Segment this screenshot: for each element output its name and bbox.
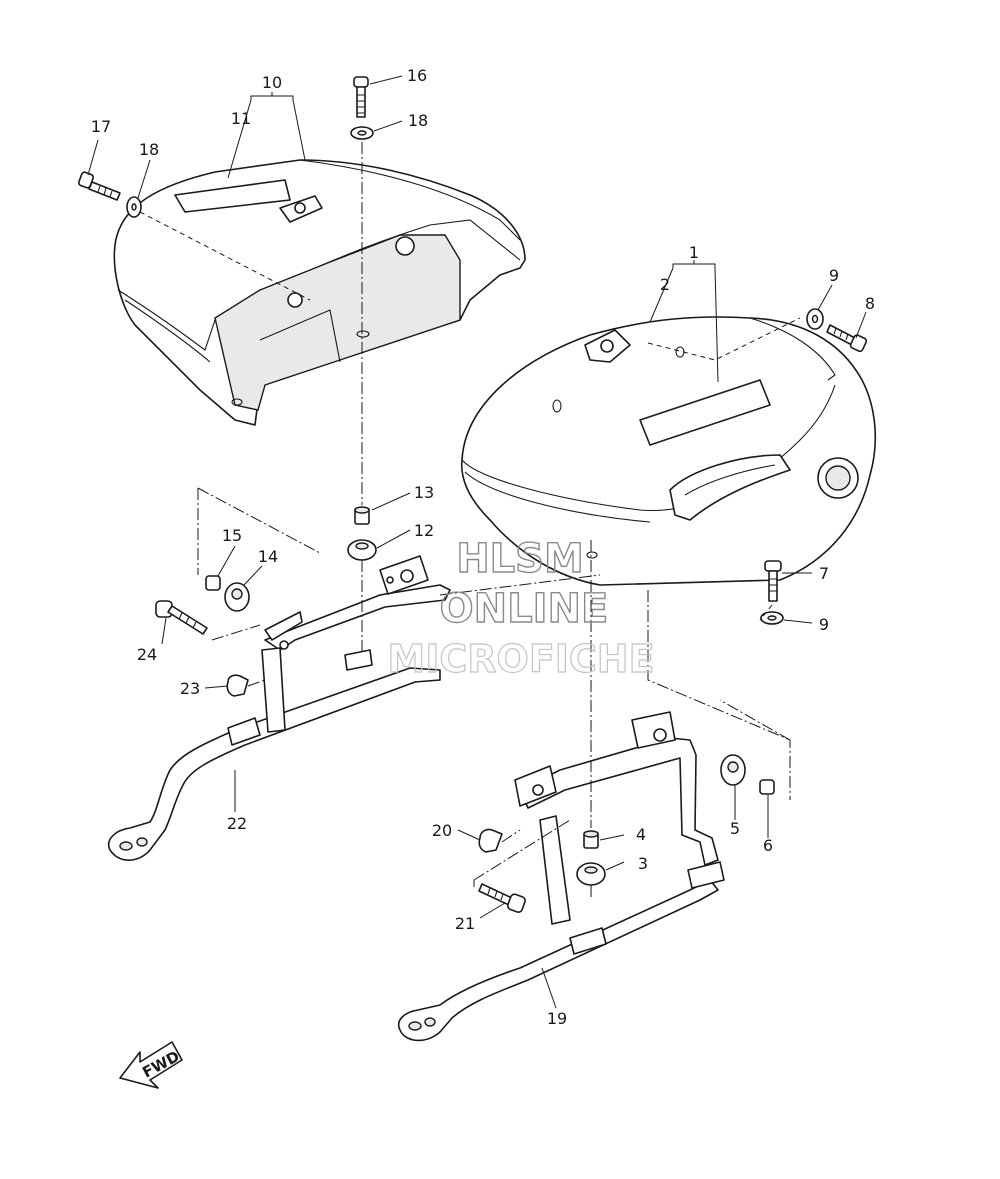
watermark-line-1: HLSM xyxy=(456,536,584,582)
callout-23: 23 xyxy=(180,679,200,698)
right-bracket-19 xyxy=(398,711,725,1042)
callout-4: 4 xyxy=(636,825,646,844)
callout-9-lower: 9 xyxy=(819,615,829,634)
callout-12: 12 xyxy=(414,521,434,540)
bolt-17 xyxy=(78,171,121,201)
plug-20 xyxy=(478,828,503,853)
bolt-8 xyxy=(826,324,868,353)
callout-10: 10 xyxy=(262,73,282,92)
callout-14: 14 xyxy=(258,547,278,566)
watermark-line-2: ONLINE xyxy=(440,586,609,632)
callout-11: 11 xyxy=(231,109,251,128)
callout-18-left: 18 xyxy=(139,140,159,159)
watermark: HLSM ONLINE MICROFICHE xyxy=(387,535,655,681)
bolt-24 xyxy=(155,600,208,635)
grommet-3 xyxy=(576,862,606,886)
grommet-12 xyxy=(347,539,377,561)
bolt-7 xyxy=(764,560,782,602)
callout-18-top: 18 xyxy=(408,111,428,130)
bolt-21 xyxy=(478,883,526,913)
callout-3: 3 xyxy=(638,854,648,873)
callout-7: 7 xyxy=(819,564,829,583)
assembly-guide-lines xyxy=(139,142,801,900)
callout-numbers: 1 2 3 4 5 6 7 8 9 9 10 11 12 13 14 15 16… xyxy=(91,66,875,1028)
callout-15: 15 xyxy=(222,526,242,545)
callout-22: 22 xyxy=(227,814,247,833)
leader-lines xyxy=(87,75,867,1009)
callout-16: 16 xyxy=(407,66,427,85)
callout-1: 1 xyxy=(689,243,699,262)
right-saddlebag xyxy=(460,316,877,586)
washer-9-lower xyxy=(760,611,784,625)
callout-21: 21 xyxy=(455,914,475,933)
left-saddlebag xyxy=(113,159,526,426)
callout-5: 5 xyxy=(730,819,740,838)
bolt-16 xyxy=(353,76,369,118)
callout-2: 2 xyxy=(660,275,670,294)
callout-8: 8 xyxy=(865,294,875,313)
plug-23 xyxy=(226,674,249,697)
collar-4 xyxy=(583,830,599,849)
callout-17: 17 xyxy=(91,117,111,136)
callout-6: 6 xyxy=(763,836,773,855)
watermark-line-3: MICROFICHE xyxy=(387,637,654,681)
collar-13 xyxy=(354,506,370,525)
fwd-direction-arrow: FWD xyxy=(119,1041,183,1089)
grommet-5 xyxy=(720,754,746,786)
collar-15 xyxy=(205,575,221,591)
callout-20: 20 xyxy=(432,821,452,840)
callout-13: 13 xyxy=(414,483,434,502)
washer-9-upper xyxy=(806,308,824,330)
collar-6 xyxy=(759,779,775,795)
washer-18-left xyxy=(126,196,142,218)
left-bracket-22 xyxy=(108,555,451,861)
callout-19: 19 xyxy=(547,1009,567,1028)
callout-9-upper: 9 xyxy=(829,266,839,285)
callout-24: 24 xyxy=(137,645,157,664)
grommet-14 xyxy=(224,582,250,612)
washer-18-top xyxy=(350,126,374,140)
